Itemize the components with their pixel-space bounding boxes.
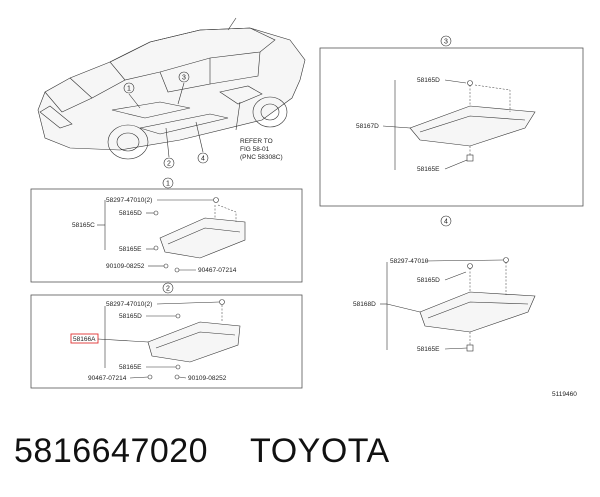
panel-2: 2 58297-47010(2) 58165D 58166A 58165E 90… <box>30 282 303 389</box>
refer-pnc-text: (PNC 58308C) <box>240 154 283 161</box>
figure-code: 5119460 <box>552 391 577 398</box>
label-58167D-p3: 58167D <box>356 123 379 130</box>
refer-to-text: REFER TO <box>240 138 273 145</box>
footer-caption: 5816647020 TOYOTA <box>14 432 390 482</box>
svg-text:3: 3 <box>444 39 448 46</box>
panel-4: 4 58297-47010 58165D 58168D 58165E <box>353 215 536 353</box>
label-58165D-p3: 58165D <box>417 77 440 84</box>
label-58297-p2: 58297-47010(2) <box>106 301 152 308</box>
label-58165E-p4: 58165E <box>417 346 440 353</box>
svg-text:1: 1 <box>127 86 131 93</box>
svg-text:2: 2 <box>167 161 171 168</box>
label-58297-p1: 58297-47010(2) <box>106 197 152 204</box>
label-58165C-p1: 58165C <box>72 222 95 229</box>
label-58165E-p2: 58165E <box>119 364 142 371</box>
rear-wheel <box>252 96 288 128</box>
label-58165D-p4: 58165D <box>417 277 440 284</box>
panel-1: 1 58297-47010(2) 58165D 58165C 58165E 90… <box>30 177 303 283</box>
part-number: 5816647020 <box>14 432 209 470</box>
label-90467-p2: 90467-07214 <box>88 375 127 382</box>
under-cover-side <box>139 113 229 135</box>
svg-text:4: 4 <box>201 156 205 163</box>
brand-name: TOYOTA <box>250 432 390 470</box>
label-58165E-p3: 58165E <box>417 166 440 173</box>
parts-diagram: 1 3 2 4 REFER TO FIG 58-01 (PNC 58308C) … <box>30 17 584 398</box>
label-58165D-p1: 58165D <box>119 210 142 217</box>
label-58165D-p2: 58165D <box>119 313 142 320</box>
label-58165E-p1: 58165E <box>119 246 142 253</box>
label-90467-p1: 90467-07214 <box>198 267 237 274</box>
callout-1-overview: 1 <box>123 82 135 94</box>
svg-text:4: 4 <box>444 219 448 226</box>
svg-text:2: 2 <box>166 286 170 293</box>
label-58166A-p2: 58166A <box>73 336 96 343</box>
front-wheel <box>107 124 149 160</box>
svg-text:3: 3 <box>182 75 186 82</box>
label-58297-p4: 58297-47010 <box>390 258 429 265</box>
callout-3-overview: 3 <box>178 71 190 83</box>
highlight-box-58166A <box>70 333 99 344</box>
callout-2-overview: 2 <box>163 157 175 169</box>
under-cover-front <box>111 101 191 119</box>
car-overview-illustration: 1 3 2 4 REFER TO FIG 58-01 (PNC 58308C) <box>37 17 306 169</box>
callout-4-overview: 4 <box>197 152 209 164</box>
svg-text:1: 1 <box>166 181 170 188</box>
label-90109-p1: 90109-08252 <box>106 263 145 270</box>
label-58168D-p4: 58168D <box>353 301 376 308</box>
under-cover-engine <box>219 85 263 105</box>
panel-3: 3 58165D 58167D 58165E <box>319 35 584 207</box>
refer-fig-text: FIG 58-01 <box>240 146 270 153</box>
label-90109-p2: 90109-08252 <box>188 375 227 382</box>
